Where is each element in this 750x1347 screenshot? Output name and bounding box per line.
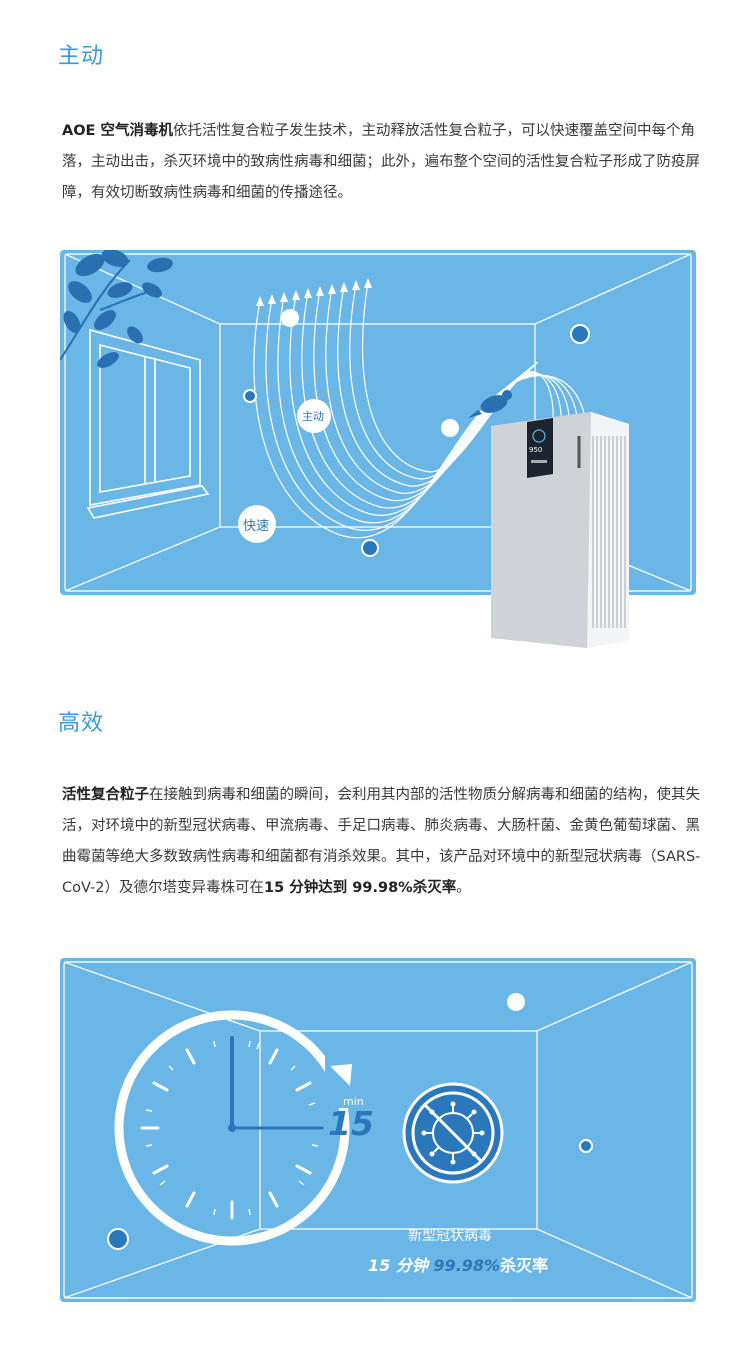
section-paragraph-efficient: 活性复合粒子在接触到病毒和细菌的瞬间，会利用其内部的活性物质分解病毒和细菌的结构… xyxy=(62,780,708,904)
paragraph-bold-particles: 活性复合粒子 xyxy=(62,787,149,803)
leaves-decoration-icon xyxy=(63,250,173,368)
particle-blue xyxy=(107,1228,129,1250)
section-paragraph-active: AOE 空气消毒机依托活性复合粒子发生技术，主动释放活性复合粒子，可以快速覆盖空… xyxy=(62,116,708,209)
clock-icon xyxy=(114,1010,355,1246)
paragraph-end: 。 xyxy=(456,880,471,896)
stat-percent: 99.98% xyxy=(433,1256,501,1275)
window-icon xyxy=(86,328,210,519)
paragraph-bold-result: 15 分钟达到 99.98%杀灭率 xyxy=(264,880,457,896)
virus-label: 新型冠状病毒 xyxy=(408,1228,492,1244)
section-title-active: 主动 xyxy=(58,44,105,69)
air-purifier-device xyxy=(491,412,629,648)
stat-suffix: 杀灭率 xyxy=(500,1256,549,1275)
illustration-room-efficient: min 15 新型冠状病毒 15 分钟 99.98%杀灭率 xyxy=(60,958,696,1302)
particle-white xyxy=(441,419,459,437)
virus-prohibited-icon xyxy=(402,1082,504,1184)
label-fast: 快速 xyxy=(243,519,270,534)
particle-blue xyxy=(570,324,590,344)
device-display-reading: 950 xyxy=(529,446,543,454)
particle-white xyxy=(281,309,299,327)
label-bubble-fast xyxy=(238,505,276,543)
paragraph-text: 依托活性复合粒子发生技术，主动释放活性复合粒子，可以快速覆盖空间中每个角落，主动… xyxy=(62,123,700,201)
paragraph-text: 在接触到病毒和细菌的瞬间，会利用其内部的活性物质分解病毒和细菌的结构，使其失活，… xyxy=(62,787,701,896)
room-illustration xyxy=(60,250,692,592)
label-active: 主动 xyxy=(302,410,324,423)
particle-blue xyxy=(361,539,379,557)
label-bubble-active xyxy=(297,399,331,433)
particle-blue xyxy=(579,1139,593,1153)
clock-value: 15 xyxy=(328,1104,374,1143)
room-illustration xyxy=(63,961,693,1299)
section-title-efficient: 高效 xyxy=(58,711,105,736)
kill-rate-stat: 15 分钟 99.98%杀灭率 xyxy=(368,1252,548,1276)
particle-white xyxy=(507,993,525,1011)
clock-unit: min xyxy=(343,1095,364,1108)
stat-time: 15 分钟 xyxy=(368,1256,428,1275)
bird-icon xyxy=(468,390,512,418)
paragraph-bold-brand: AOE 空气消毒机 xyxy=(62,123,174,139)
particle-blue xyxy=(243,389,257,403)
